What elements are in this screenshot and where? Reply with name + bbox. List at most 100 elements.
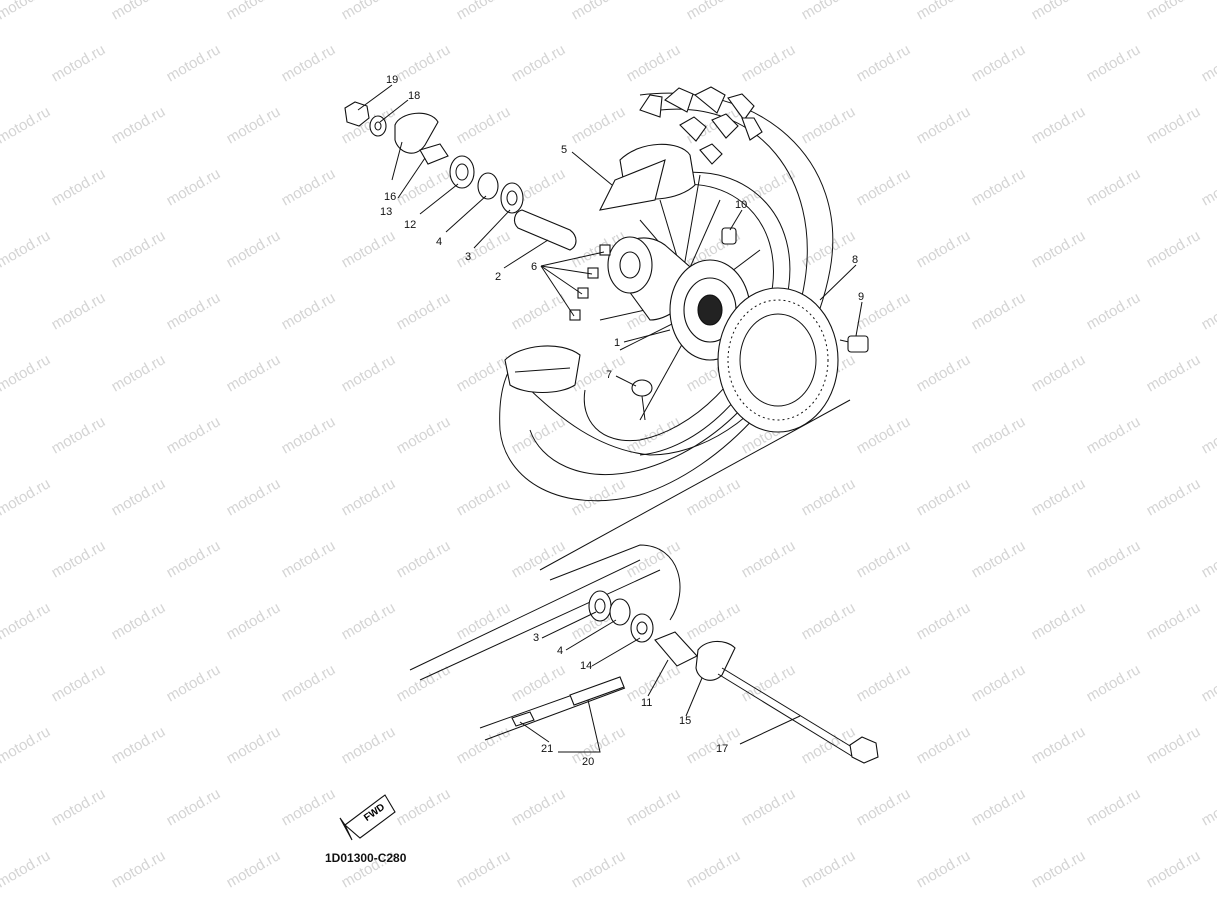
watermark-text: motod.ru [569,0,629,23]
circlip-4b [609,598,631,626]
watermark-text: motod.ru [454,599,514,643]
callout-3b: 3 [533,632,539,644]
callout-5: 5 [561,144,567,156]
watermark-text: motod.ru [854,413,914,457]
watermark-text: motod.ru [0,475,53,519]
watermark-text: motod.ru [684,475,744,519]
rear-wheel [499,86,869,502]
watermark-text: motod.ru [1029,599,1089,643]
callout-4: 4 [436,236,442,248]
watermark-text: motod.ru [0,103,53,147]
watermark-text: motod.ru [339,599,399,643]
watermark-text: motod.ru [279,289,339,333]
watermark-text: motod.ru [914,847,974,891]
bearing-3b [588,590,612,622]
callout-9: 9 [858,291,864,303]
watermark-text: motod.ru [799,475,859,519]
watermark-text: motod.ru [164,661,224,705]
watermark-text: motod.ru [109,475,169,519]
watermark-text: motod.ru [164,289,224,333]
watermark-text: motod.ru [109,723,169,767]
watermark-text: motod.ru [339,351,399,395]
watermark-text: motod.ru [1199,661,1217,705]
valve-cap [631,379,653,397]
callout-6: 6 [531,261,537,273]
watermark-text: motod.ru [49,165,109,209]
watermark-text: motod.ru [1084,661,1144,705]
watermark-text: motod.ru [624,537,684,581]
watermark-text: motod.ru [1199,909,1217,913]
watermark-text: motod.ru [109,227,169,271]
watermark-text: motod.ru [49,785,109,829]
watermark-text: motod.ru [1084,165,1144,209]
callout-20: 20 [582,756,594,768]
watermark-text: motod.ru [1199,289,1217,333]
watermark-text: motod.ru [454,103,514,147]
watermark-text: motod.ru [454,227,514,271]
right-hub-parts [409,399,879,764]
watermark-text: motod.ru [684,723,744,767]
watermark-text: motod.ru [624,909,684,913]
chain-adjuster-16 [394,112,439,154]
watermark-text: motod.ru [509,909,569,913]
watermark-text: motod.ru [224,227,284,271]
watermark-text: motod.ru [799,103,859,147]
circlip-4 [477,172,499,200]
watermark-text: motod.ru [109,847,169,891]
watermark-text: motod.ru [624,785,684,829]
watermark-text: motod.ru [969,785,1029,829]
watermark-text: motod.ru [1029,0,1089,23]
watermark-text: motod.ru [624,41,684,85]
watermark-text: motod.ru [1084,909,1144,913]
watermark-text: motod.ru [279,661,339,705]
callout-12: 12 [404,219,416,231]
watermark-text: motod.ru [109,103,169,147]
axle-nut [344,101,370,127]
watermark-text: motod.ru [1029,227,1089,271]
watermark-text: motod.ru [279,909,339,913]
bearing-3 [500,182,524,214]
watermark-text: motod.ru [739,41,799,85]
callout-2: 2 [495,271,501,283]
watermark-text: motod.ru [454,723,514,767]
watermark-text: motod.ru [569,475,629,519]
watermark-text: motod.ru [224,847,284,891]
rim-band-lower [599,159,666,211]
collar-13 [419,143,449,165]
watermark-text: motod.ru [1029,723,1089,767]
watermark-text: motod.ru [854,785,914,829]
chain-adjuster-15 [695,640,736,681]
watermark-text: motod.ru [1144,847,1204,891]
watermark-text: motod.ru [684,599,744,643]
sprocket [717,287,839,433]
watermark-text: motod.ru [339,227,399,271]
watermark-text: motod.ru [509,41,569,85]
watermark-text: motod.ru [454,351,514,395]
watermark-text: motod.ru [1084,41,1144,85]
watermark-text: motod.ru [454,847,514,891]
watermark-text: motod.ru [969,289,1029,333]
callout-3: 3 [465,251,471,263]
watermark-text: motod.ru [1144,351,1204,395]
watermark-text: motod.ru [0,0,53,23]
watermark-text: motod.ru [1144,227,1204,271]
watermark-text: motod.ru [394,413,454,457]
watermark-text: motod.ru [1084,537,1144,581]
sprocket-bolt [839,335,869,353]
watermark-text: motod.ru [914,0,974,23]
watermark-text: motod.ru [49,41,109,85]
watermark-text: motod.ru [854,661,914,705]
watermark-text: motod.ru [1084,289,1144,333]
watermark-text: motod.ru [1029,103,1089,147]
watermark-text: motod.ru [339,475,399,519]
watermark-text: motod.ru [224,475,284,519]
watermark-text: motod.ru [1199,785,1217,829]
watermark-text: motod.ru [684,847,744,891]
watermark-text: motod.ru [394,909,454,913]
watermark-text: motod.ru [109,351,169,395]
callout-17: 17 [716,743,728,755]
watermark-text: motod.ru [969,537,1029,581]
watermark-text: motod.ru [49,661,109,705]
